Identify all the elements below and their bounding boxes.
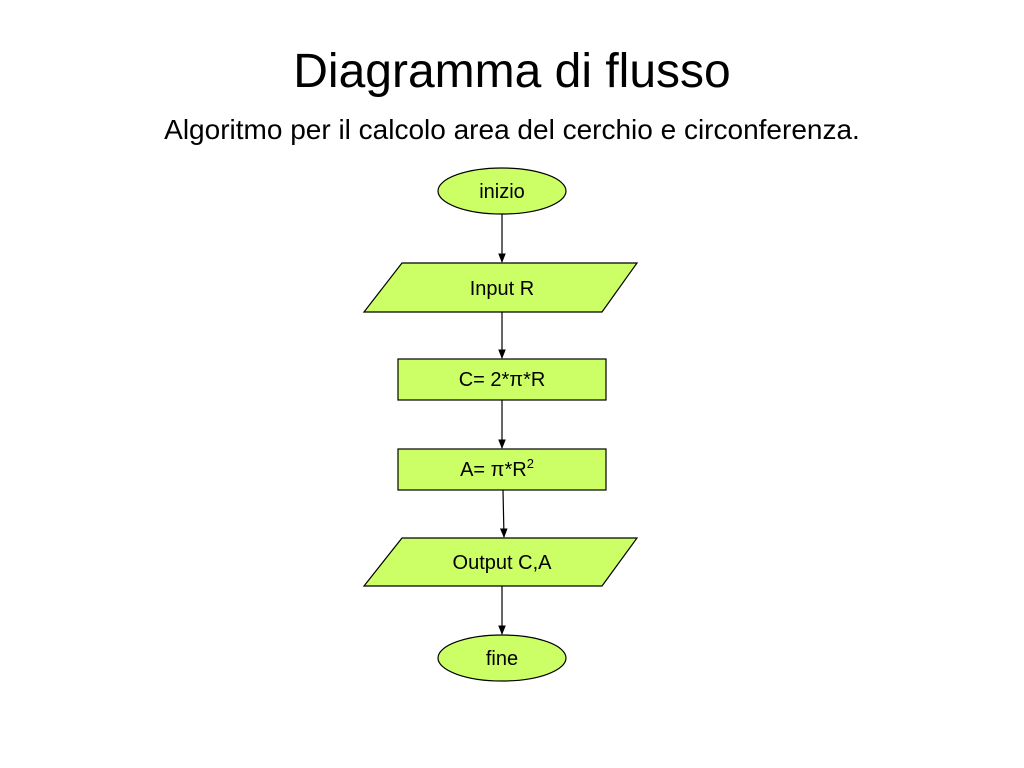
flow-edges	[498, 214, 508, 635]
output-label: Output C,A	[453, 552, 553, 574]
circumference-process-shape	[397, 358, 607, 401]
end-terminal-shape	[437, 634, 567, 682]
start-label: inizio	[479, 181, 525, 203]
area-process-shape	[397, 448, 607, 491]
node-end: fine	[437, 634, 567, 682]
page-title: Diagramma di flusso	[293, 45, 731, 98]
edge-area-to-output	[499, 489, 508, 538]
node-area: A= π*R2	[397, 448, 607, 491]
output-parallelogram-shape	[362, 537, 639, 587]
start-terminal-shape	[437, 167, 567, 215]
node-output: Output C,A	[362, 537, 639, 587]
area-exponent: 2	[527, 456, 534, 471]
area-label: A= π*R	[460, 459, 527, 481]
input-parallelogram-shape	[362, 262, 639, 313]
area-formula: A= π*R2	[460, 456, 534, 481]
node-input: Input R	[362, 262, 639, 313]
node-circumference: C= 2*π*R	[397, 358, 607, 401]
end-label: fine	[486, 648, 518, 670]
page-subtitle: Algoritmo per il calcolo area del cerchi…	[164, 114, 860, 145]
node-start: inizio	[437, 167, 567, 215]
circumference-label: C= 2*π*R	[459, 369, 546, 391]
input-label: Input R	[470, 278, 534, 300]
